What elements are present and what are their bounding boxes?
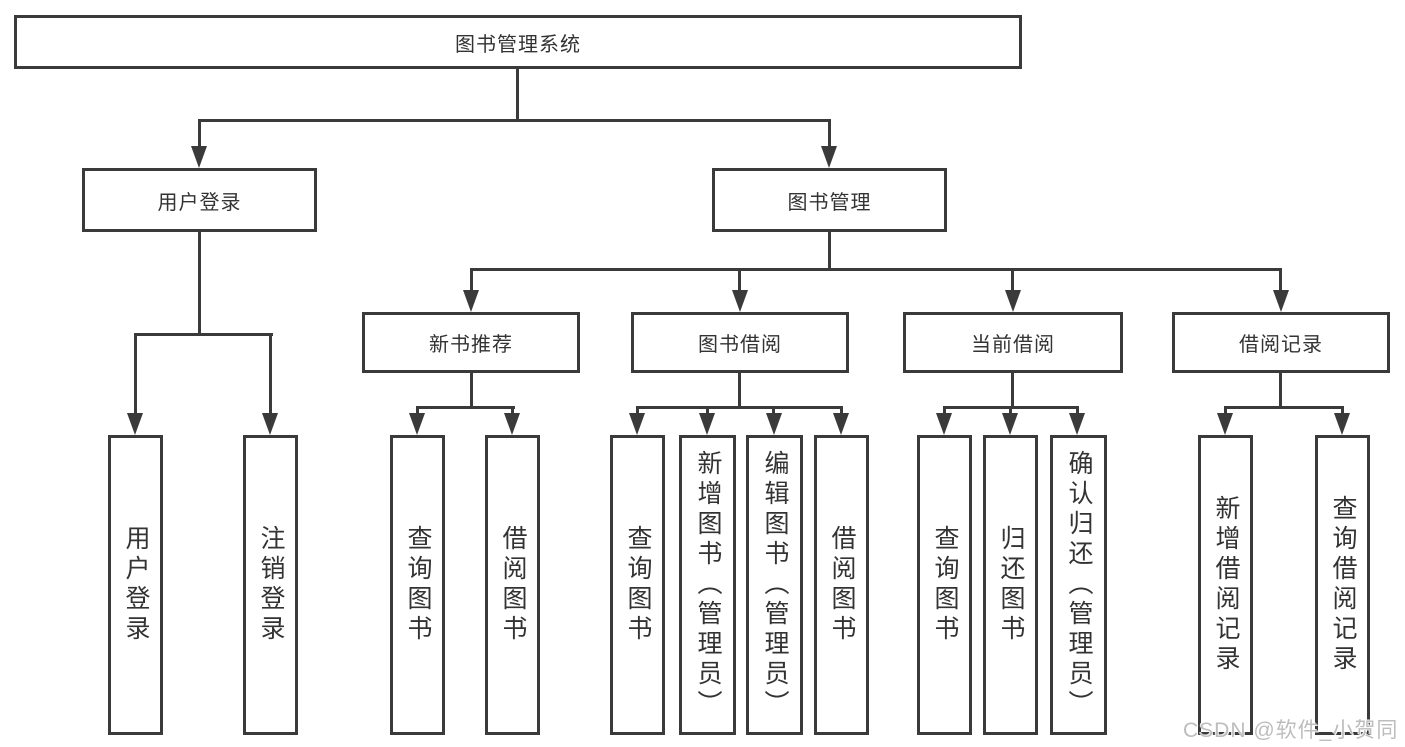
connector-drop [943,406,946,415]
arrow-down-icon [1069,413,1085,435]
connector-user-login-branch [134,333,273,336]
connector-drop [1341,406,1344,415]
connector-group-stem [1279,372,1282,409]
arrow-down-icon [127,413,143,435]
connector-drop [636,406,639,415]
leaf-confirm-return-admin: 确认归还（管理员） [1050,435,1107,735]
connector-drop [1279,268,1282,292]
leaf-label: 归还图书 [997,525,1025,645]
leaf-borrow-books: 借阅图书 [814,435,869,735]
connector-drop [706,406,709,415]
arrow-down-icon [191,146,207,168]
leaf-label: 确认归还（管理员） [1065,450,1093,720]
node-label: 借阅记录 [1239,334,1323,356]
leaf-label: 借阅图书 [499,525,527,645]
arrow-down-icon [699,413,715,435]
leaf-label: 新增图书（管理员） [694,450,722,720]
connector-drop [1076,406,1079,415]
connector-drop [840,406,843,415]
arrow-down-icon [833,413,849,435]
leaf-label: 注销登录 [257,525,285,645]
connector-drop [470,268,473,292]
connector-drop [134,333,137,415]
leaf-borrow-books-recommend: 借阅图书 [485,435,540,735]
node-user-login: 用户登录 [82,168,317,232]
node-current-borrowing: 当前借阅 [903,312,1123,373]
leaf-return-books: 归还图书 [983,435,1038,735]
arrow-down-icon [821,146,837,168]
connector-group-stem [470,372,473,409]
node-label: 图书借阅 [698,334,782,356]
connector-drop [1009,406,1012,415]
arrow-down-icon [1273,290,1289,312]
node-label: 新书推荐 [429,334,513,356]
arrow-down-icon [262,413,278,435]
node-library-management-system: 图书管理系统 [14,15,1022,69]
arrow-down-icon [1217,413,1233,435]
leaf-label: 查询图书 [624,525,652,645]
node-label: 图书管理系统 [455,33,581,56]
csdn-watermark: CSDN @软件_小贺同学 [1183,719,1399,742]
connector-user-login-stem [198,231,201,336]
node-borrowing-records: 借阅记录 [1172,312,1390,373]
leaf-label: 查询借阅记录 [1329,495,1357,675]
arrow-down-icon [732,290,748,312]
leaf-label: 新增借阅记录 [1212,495,1240,675]
connector-drop [772,406,775,415]
node-label: 当前借阅 [971,334,1055,356]
connector-root-stem [516,68,519,120]
arrow-down-icon [1005,290,1021,312]
arrow-down-icon [936,413,952,435]
connector-group-stem [1011,372,1014,409]
leaf-add-borrow-record: 新增借阅记录 [1198,435,1253,735]
arrow-down-icon [1334,413,1350,435]
leaf-query-books-current: 查询图书 [917,435,972,735]
arrow-down-icon [504,413,520,435]
connector-book-mgmt-stem [828,231,831,270]
leaf-edit-books-admin: 编辑图书（管理员） [746,435,803,735]
leaf-label: 查询图书 [931,525,959,645]
leaf-query-books-borrowing: 查询图书 [610,435,665,735]
node-label: 用户登录 [157,191,242,214]
leaf-label: 用户登录 [122,525,150,645]
leaf-logout: 注销登录 [243,435,298,735]
leaf-label: 查询图书 [404,525,432,645]
connector-book-mgmt-branch [470,268,1282,271]
connector-drop [511,406,514,415]
arrow-down-icon [629,413,645,435]
arrow-down-icon [1002,413,1018,435]
connector-drop [269,333,272,415]
connector-drop [1011,268,1014,292]
leaf-user-login: 用户登录 [108,435,163,735]
connector-group-branch [1224,406,1344,409]
connector-drop [198,119,201,147]
node-label: 图书管理 [787,191,872,214]
arrow-down-icon [409,413,425,435]
connector-drop [1224,406,1227,415]
leaf-add-books-admin: 新增图书（管理员） [679,435,736,735]
leaf-label: 编辑图书（管理员） [761,450,789,720]
arrow-down-icon [766,413,782,435]
connector-group-stem [738,372,741,409]
leaf-query-books-recommend: 查询图书 [390,435,445,735]
connector-drop [738,268,741,292]
node-book-management: 图书管理 [712,168,947,232]
connector-drop [828,119,831,147]
node-new-book-recommend: 新书推荐 [362,312,580,373]
connector-group-branch [636,406,843,409]
connector-drop [416,406,419,415]
leaf-query-borrow-record: 查询借阅记录 [1315,435,1370,735]
arrow-down-icon [463,290,479,312]
connector-group-branch [416,406,515,409]
leaf-label: 借阅图书 [828,525,856,645]
node-book-borrowing: 图书借阅 [631,312,849,373]
connector-root-branch [198,119,831,122]
